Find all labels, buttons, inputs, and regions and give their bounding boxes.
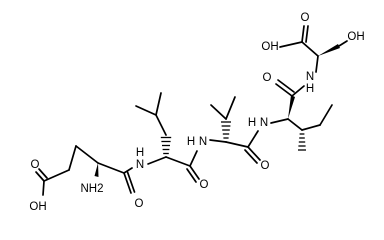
structure-canvas: OH O NH2 O N H O N H (29, 12, 365, 213)
bond-ser-c-o-a (301, 25, 305, 43)
bond-val-cb-cg1 (210, 104, 227, 120)
bond-ile-c-o-a (275, 83, 293, 97)
bond-leu-c-o-b (186, 168, 197, 183)
atom-label-ile-n: N (260, 117, 268, 129)
bond-ile-n-ca (270, 118, 289, 124)
atom-label-ser-acid-oh: OH (261, 41, 278, 53)
bond-glu-ca-n-wedge (94, 163, 99, 177)
bond-leu-cg-cd2 (155, 92, 162, 116)
bond-ile-cb-cg1 (301, 124, 321, 131)
bond-ile-ca-c-wedge (288, 95, 295, 119)
bond-val-n-ca (209, 139, 227, 143)
bond-ile-ca-cb (287, 118, 303, 131)
bond-val-c-n (247, 130, 259, 148)
bond-val-c-o-b (244, 149, 258, 164)
leu-residue: N H O (135, 92, 209, 191)
atom-label-glu-amine: NH2 (80, 183, 103, 195)
bond-leu-ca-c (165, 156, 191, 167)
atom-label-ser-acid-o: O (301, 12, 310, 24)
atom-label-glu-carbonyl-o: O (135, 198, 144, 210)
atom-label-val-carbonyl-o: O (261, 160, 270, 172)
bond-glu-c-cg (43, 169, 70, 182)
bond-glu-c-o-b (38, 168, 48, 179)
atom-label-leu-carbonyl-o: O (200, 179, 209, 191)
bond-leu-c-o-a (189, 165, 200, 180)
bond-ser-cb-og (338, 40, 348, 47)
ser-residue: N H OH O OH (261, 12, 364, 95)
atom-label-ser-h: H (306, 83, 314, 95)
ile-residue: N H O (248, 72, 333, 151)
bond-leu-cg-cd1 (135, 105, 157, 116)
bond-ser-ca-c (301, 41, 319, 57)
bond-ser-n-ca (315, 55, 319, 73)
bond-glu-c-oh (42, 180, 45, 196)
bond-glu-c-o-a (35, 171, 45, 182)
bond-val-c-o-a (247, 146, 261, 161)
bond-glu-c-o-b2 (126, 171, 136, 193)
atom-label-ile-h: H (248, 117, 256, 129)
bond-ser-ca-cb-wedge (318, 44, 340, 56)
bond-glu-ca-c (97, 162, 125, 174)
bond-val-cb-cg2 (225, 96, 236, 120)
atom-label-ser-n: N (306, 71, 314, 83)
bond-leu-c-n (189, 150, 198, 167)
bond-leu-n-ca (147, 156, 167, 165)
atom-label-val-h: H (187, 136, 195, 148)
val-residue: N H O (187, 96, 270, 172)
atom-label-ser-oh: OH (347, 31, 364, 43)
bond-leu-cb-cg (155, 114, 167, 136)
bond-ile-c-n (291, 85, 305, 97)
bond-ile-c-o-b (277, 79, 295, 93)
atom-label-leu-n: N (136, 159, 144, 171)
atom-label-glu-acid-oh: OH (29, 201, 46, 213)
bond-ser-c-oh (279, 41, 303, 48)
bond-glu-c-n (123, 167, 133, 174)
bond-val-ca-c (225, 141, 249, 148)
bond-glu-c-o-a2 (123, 172, 132, 194)
glu-residue: OH O NH2 O (29, 145, 144, 213)
atom-label-glu-acid-o: O (31, 159, 40, 171)
atom-label-ile-carbonyl-o: O (263, 72, 272, 84)
atom-label-val-n: N (199, 136, 207, 148)
atom-label-leu-h: H (136, 147, 144, 159)
bond-ile-cg1-cd (319, 104, 333, 126)
bond-glu-cb-ca (75, 145, 99, 164)
peptide-structure: OH O NH2 O N H O N H (29, 12, 364, 213)
bond-ser-c-o-b (305, 25, 309, 43)
bond-glu-cg-cb (68, 145, 77, 171)
